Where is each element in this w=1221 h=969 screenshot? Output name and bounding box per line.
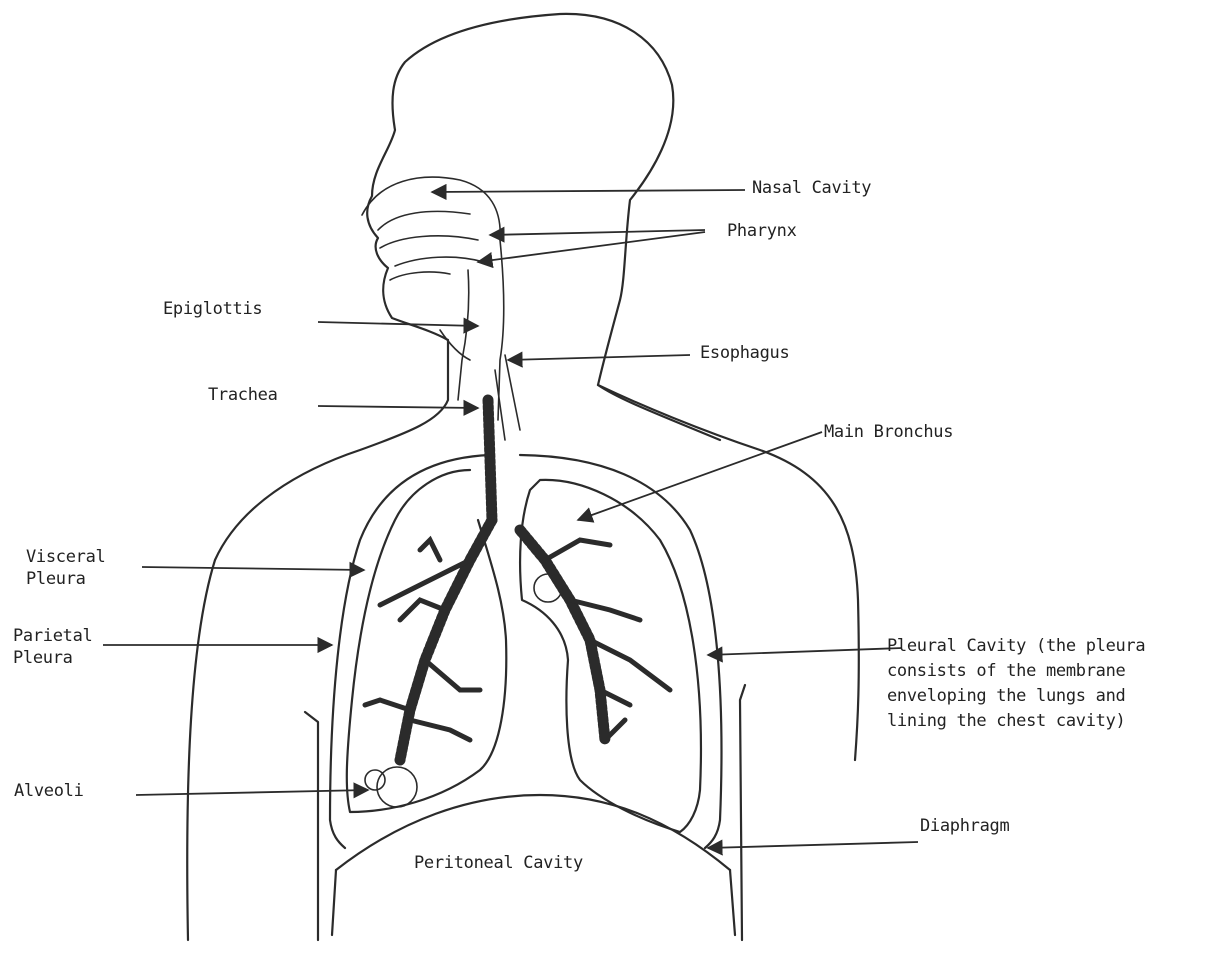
pleural-cavity-leader — [708, 648, 902, 655]
label-parietal-pleura: Parietal Pleura — [13, 625, 92, 669]
left-lung-outline — [347, 470, 506, 812]
alveoli-leader — [136, 790, 368, 795]
right-bronchial-tree — [520, 530, 670, 740]
esophagus-leader — [508, 355, 690, 360]
left-bronchial-tree — [365, 520, 492, 807]
label-visceral-pleura: Visceral Pleura — [26, 546, 105, 590]
pharynx-leader-1 — [490, 230, 705, 235]
parietal-pleura-outline — [330, 455, 721, 848]
label-esophagus: Esophagus — [700, 342, 789, 364]
label-alveoli: Alveoli — [14, 780, 84, 802]
label-trachea: Trachea — [208, 384, 278, 406]
label-nasal-cavity: Nasal Cavity — [752, 177, 871, 199]
label-diaphragm: Diaphragm — [920, 815, 1009, 837]
label-peritoneal-cavity: Peritoneal Cavity — [414, 852, 583, 874]
body-outline — [187, 14, 859, 940]
main-bronchus-leader — [578, 432, 822, 520]
esophagus-outline — [495, 355, 520, 440]
visceral-pleura-leader — [142, 567, 364, 570]
pharynx-leader-2 — [478, 232, 705, 262]
label-main-bronchus: Main Bronchus — [824, 421, 953, 443]
diaphragm-leader — [708, 842, 918, 848]
epiglottis-leader — [318, 322, 478, 326]
label-pharynx: Pharynx — [727, 220, 797, 242]
label-epiglottis: Epiglottis — [163, 298, 262, 320]
nasal-cavity-outline — [362, 177, 500, 240]
nasal-cavity-leader — [432, 190, 745, 192]
trachea-rings — [488, 400, 492, 520]
right-lung-outline — [520, 480, 701, 832]
label-pleural-cavity: Pleural Cavity (the pleura consists of t… — [887, 634, 1145, 734]
trachea-leader — [318, 406, 478, 408]
